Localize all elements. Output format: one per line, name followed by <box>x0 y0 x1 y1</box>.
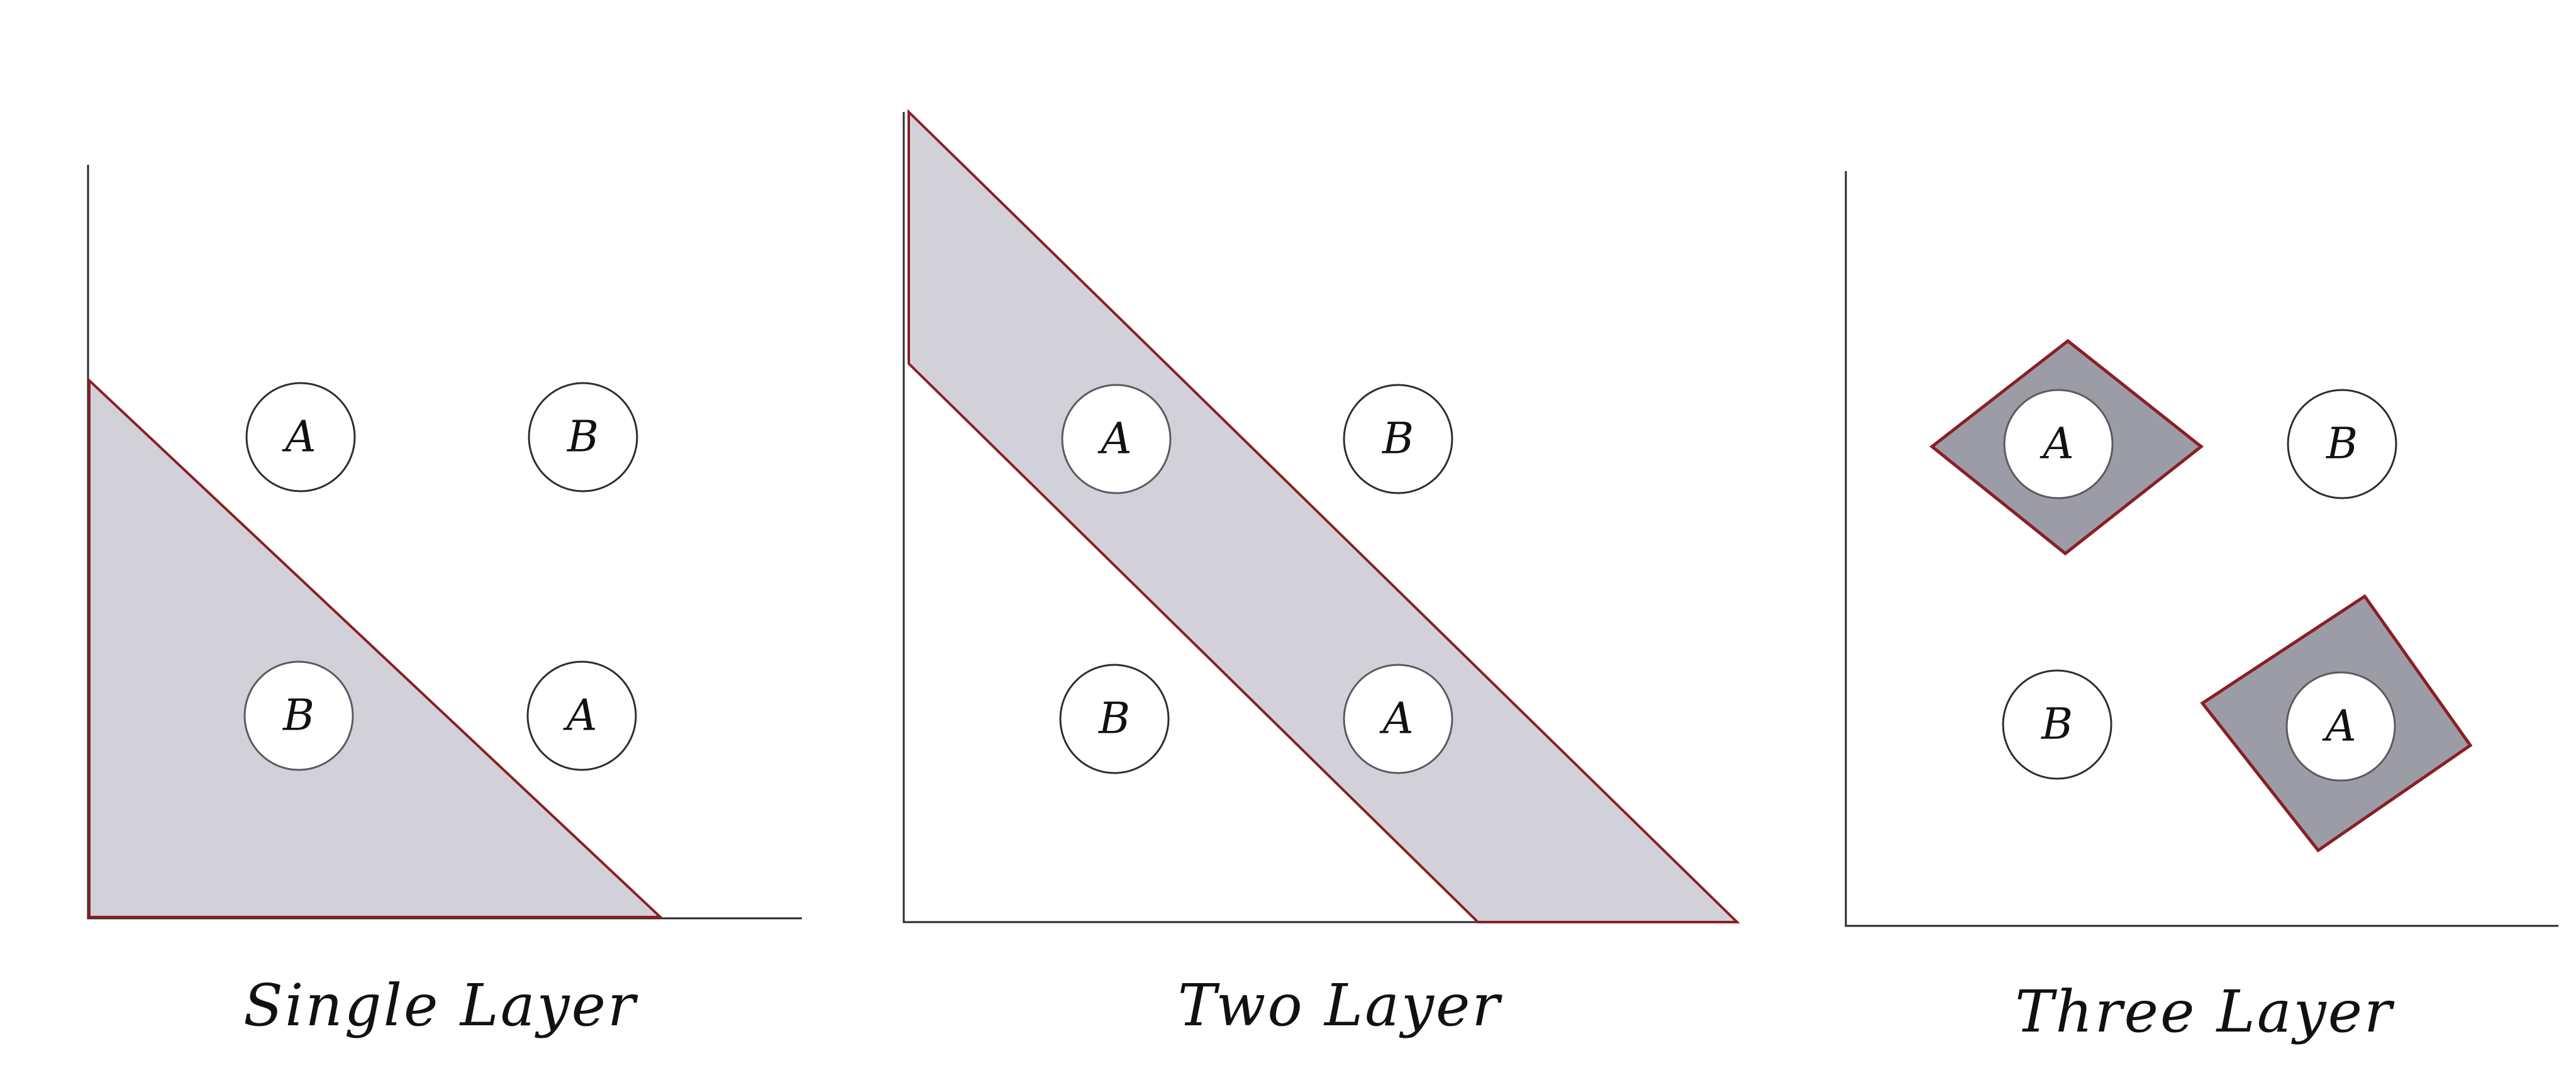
panel-3-axes <box>1845 171 2558 927</box>
panel-1-node-top-right: B <box>528 382 638 492</box>
node-circle <box>528 382 638 492</box>
panel-1-caption: Single Layer <box>243 972 638 1039</box>
node-label: A <box>1097 415 1131 464</box>
node-circle <box>2287 389 2397 499</box>
panel-1-node-bottom-right: A <box>526 660 637 771</box>
panel-2-axes <box>902 112 1735 923</box>
node-label: B <box>2325 420 2358 469</box>
node-label: B <box>1381 415 1414 464</box>
node-label: A <box>281 413 316 462</box>
node-label: A <box>1379 694 1413 744</box>
node-label: A <box>2039 420 2074 469</box>
node-label: B <box>2040 700 2073 750</box>
panel-single-layer: A B B A Single Layer <box>87 165 802 1039</box>
node-circle <box>1061 384 1172 494</box>
node-circle <box>2285 671 2396 782</box>
panel-2-node-bottom-left: B <box>1059 664 1170 774</box>
panel-3-node-bottom-left: B <box>2002 669 2112 780</box>
node-circle <box>243 660 354 771</box>
node-circle <box>1343 384 1453 494</box>
panel-2-node-top-right: B <box>1343 384 1453 494</box>
node-circle <box>1059 664 1170 774</box>
panel-three-layer: A B B A Three Layer <box>1845 171 2558 1045</box>
panel-3-node-top-left: A <box>2003 389 2114 499</box>
panel-1-node-bottom-left: B <box>243 660 354 771</box>
node-label: B <box>566 413 599 462</box>
panel-3-caption: Three Layer <box>2015 978 2395 1045</box>
panel-3-node-top-right: B <box>2287 389 2397 499</box>
node-circle <box>245 382 356 492</box>
panel-2-decision-band <box>908 109 1740 923</box>
panel-1-decision-region <box>88 377 664 918</box>
panel-1-node-top-left: A <box>245 382 356 492</box>
panel-2-node-top-left: A <box>1061 384 1172 494</box>
panel-2-caption: Two Layer <box>1178 972 1503 1039</box>
node-label: A <box>2321 702 2356 752</box>
node-circle <box>2003 389 2114 499</box>
node-circle <box>1343 664 1453 774</box>
node-label: B <box>1097 694 1130 744</box>
node-circle <box>2002 669 2112 780</box>
panel-2-node-bottom-right: A <box>1343 664 1453 774</box>
panel-two-layer: A B B A Two Layer <box>902 109 1740 1039</box>
node-circle <box>526 660 637 771</box>
node-label: B <box>282 691 314 741</box>
node-label: A <box>562 691 597 741</box>
panel-3-node-bottom-right: A <box>2285 671 2396 782</box>
